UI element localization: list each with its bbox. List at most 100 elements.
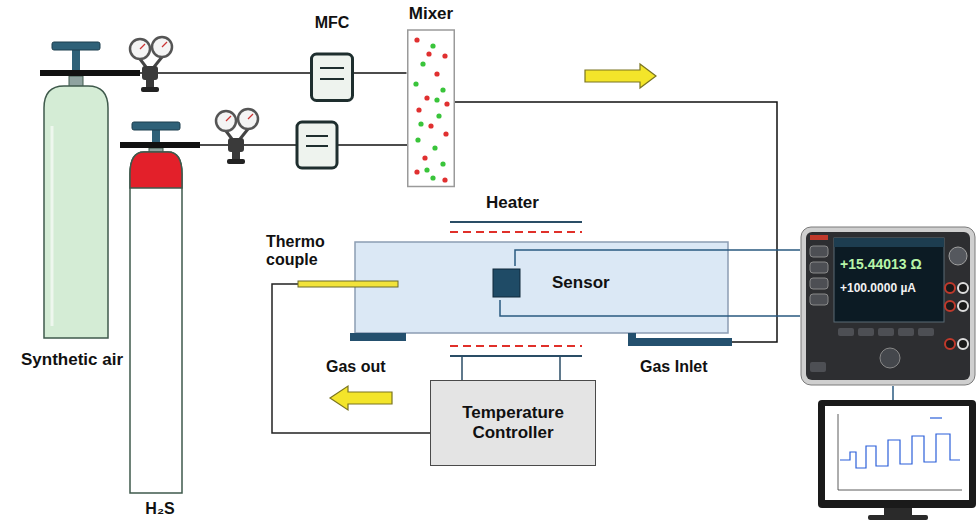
gas-pipe xyxy=(350,333,732,346)
computer-monitor xyxy=(930,417,942,418)
pressure-regulator xyxy=(142,66,158,80)
gas-mixer-shape xyxy=(416,107,421,112)
source-meter-shape xyxy=(838,328,854,336)
gas-line xyxy=(455,102,777,342)
source-meter-shape xyxy=(834,238,944,322)
part-label: Heater xyxy=(486,193,539,213)
mass-flow-controller-shape xyxy=(312,54,353,101)
source-meter-shape xyxy=(810,235,828,240)
computer-monitor xyxy=(818,400,976,520)
node-label: Temperature Controller xyxy=(439,403,587,442)
pressure-regulator xyxy=(227,159,245,164)
gas-line xyxy=(354,72,407,74)
part-label: Thermo couple xyxy=(266,233,332,270)
source-meter-shape xyxy=(945,339,955,349)
gas-cylinder: H₂S xyxy=(120,118,200,518)
source-meter-shape xyxy=(801,227,975,385)
node-label: MFC xyxy=(315,14,350,32)
gas-mixer-shape xyxy=(430,175,435,180)
source-meter-shape xyxy=(880,348,900,368)
pressure-regulator xyxy=(130,37,172,92)
gas-mixer-shape xyxy=(420,61,425,66)
gas-mixer-shape xyxy=(424,95,429,100)
controller-wire xyxy=(462,356,560,380)
computer-monitor xyxy=(868,515,928,520)
gas-cylinder-shape xyxy=(120,118,200,518)
part-label: Gas out xyxy=(326,358,386,376)
signal-wire xyxy=(515,250,800,266)
gas-cylinder-shape xyxy=(130,152,182,493)
controller-wire xyxy=(559,356,561,380)
source-meter: +15.44013 Ω+100.0000 µA xyxy=(800,226,976,386)
data-cable xyxy=(893,386,894,400)
mass-flow-controller-shape xyxy=(320,78,344,80)
source-meter-shape xyxy=(898,328,914,336)
node-label: H₂S xyxy=(145,500,174,518)
heater-element xyxy=(450,355,582,357)
pressure-regulator xyxy=(216,109,258,164)
computer-monitor xyxy=(818,400,976,508)
mass-flow-controller: MFC xyxy=(310,14,354,102)
test-chamber xyxy=(355,242,728,333)
gas-mixer: Mixer xyxy=(407,4,456,188)
gas-cylinder-shape xyxy=(132,122,180,130)
source-meter-shape xyxy=(806,232,970,380)
flow-arrow xyxy=(330,386,392,410)
gas-mixer-shape xyxy=(407,4,455,188)
mass-flow-controller xyxy=(297,122,337,168)
part-label: Gas Inlet xyxy=(640,358,708,376)
gas-line xyxy=(140,72,310,74)
pressure-regulator xyxy=(146,80,154,88)
gas-pipe xyxy=(628,338,732,346)
gas-mixer-shape xyxy=(444,101,449,106)
computer-monitor xyxy=(884,508,912,516)
thermocouple xyxy=(272,284,430,433)
computer-monitor xyxy=(825,406,969,500)
source-meter-shape xyxy=(800,226,976,386)
pressure-regulator xyxy=(240,129,248,139)
source-meter-shape xyxy=(918,328,934,336)
computer-monitor xyxy=(838,414,839,490)
pressure-regulator xyxy=(130,39,150,59)
source-meter-shape xyxy=(945,301,955,311)
pressure-regulator xyxy=(216,111,236,131)
node-label: Synthetic air xyxy=(21,350,123,370)
mass-flow-controller xyxy=(306,135,328,137)
gas-cylinder-shape xyxy=(152,130,160,142)
gas-mixer-shape xyxy=(434,71,439,76)
source-meter-shape xyxy=(958,301,968,311)
pressure-regulator xyxy=(232,152,240,160)
gas-cylinder-shape xyxy=(137,192,140,481)
source-meter-shape xyxy=(958,283,968,293)
source-meter-shape xyxy=(834,238,944,247)
meter-reading: +100.0000 µA xyxy=(840,282,976,296)
pressure-regulator xyxy=(248,114,253,119)
thermocouple xyxy=(298,281,398,287)
signal-wire xyxy=(500,300,800,316)
pressure-regulator xyxy=(162,42,167,47)
gas-line xyxy=(200,102,777,342)
pressure-regulator xyxy=(140,44,145,49)
data-cable xyxy=(892,386,894,400)
computer-monitor xyxy=(840,434,960,468)
gas-mixer-shape xyxy=(440,87,445,92)
gas-cylinder-shape xyxy=(4,38,140,370)
gas-cylinder-shape xyxy=(72,50,80,70)
source-meter-shape xyxy=(810,294,828,305)
gas-mixer-shape xyxy=(426,51,431,56)
source-meter-shape xyxy=(949,247,967,265)
source-meter-shape xyxy=(810,246,828,257)
gas-mixer-shape xyxy=(418,121,423,126)
gas-mixer-shape xyxy=(442,177,447,182)
gas-mixer-shape xyxy=(414,169,419,174)
heater-element xyxy=(450,231,582,233)
sensor-element: Sensor xyxy=(490,266,616,300)
source-meter-shape xyxy=(810,362,826,372)
gas-mixer-shape xyxy=(434,97,439,102)
gas-mixer-shape xyxy=(442,53,447,58)
source-meter-shape xyxy=(810,262,828,273)
pressure-regulator xyxy=(226,116,231,121)
gas-mixer-shape xyxy=(436,113,441,118)
controller-box: Temperature Controller xyxy=(430,380,596,466)
